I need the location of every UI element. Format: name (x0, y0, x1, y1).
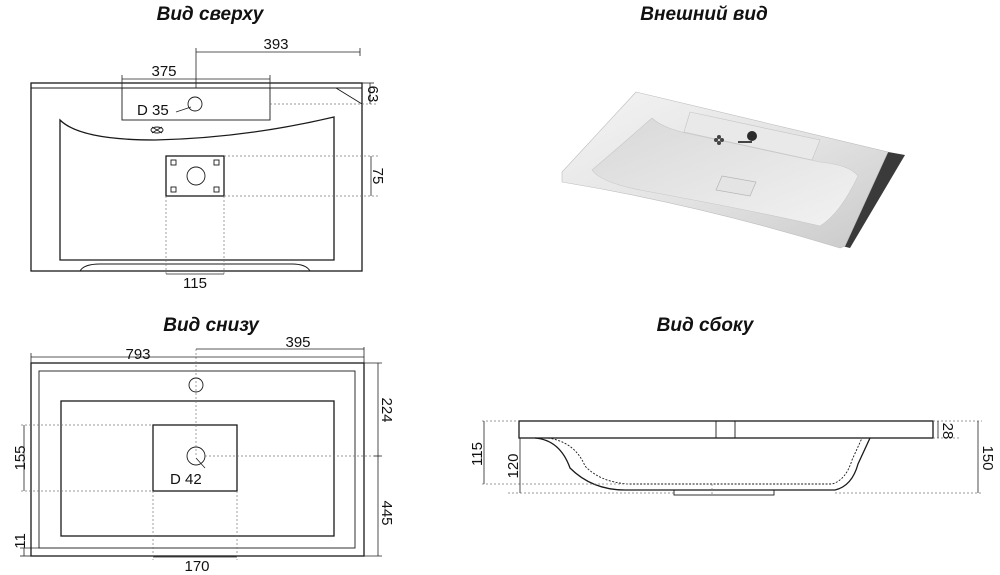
dim-side-150: 150 (979, 445, 996, 470)
dim-375: 375 (151, 63, 176, 80)
dim-395: 395 (285, 334, 310, 351)
basin-shadow-edge (842, 152, 905, 248)
bowl-outline (59, 116, 335, 261)
dim-393: 393 (263, 36, 288, 53)
bottom-bowl (60, 400, 335, 537)
top-view-outline (30, 82, 363, 272)
side-top-slab (518, 420, 934, 439)
bottom-inner-rim (38, 370, 356, 549)
drain-plate-3d (715, 175, 757, 197)
dim-63: 63 (364, 86, 381, 103)
bottom-plate (152, 424, 238, 492)
tap-hole (187, 96, 203, 112)
tap-hole-label: D 35 (137, 102, 169, 119)
dim-side-120: 120 (505, 453, 522, 478)
side-drain (673, 489, 775, 496)
bowl-3d (591, 117, 859, 227)
dim-224: 224 (378, 397, 395, 422)
dim-side-115: 115 (469, 442, 486, 466)
title-exterior: Внешний вид (640, 4, 768, 25)
dim-445: 445 (378, 500, 395, 525)
dim-11: 11 (12, 533, 29, 549)
dim-75: 75 (369, 168, 386, 185)
side-bowl-profile (534, 437, 871, 491)
drain-label: D 42 (170, 471, 202, 488)
dim-side-28: 28 (939, 423, 956, 440)
dim-115: 115 (183, 275, 207, 292)
mounting-plate (165, 155, 225, 197)
top-view: D 35 393 375 63 75 (30, 36, 386, 292)
drain-hole (186, 166, 206, 186)
title-top-view: Вид сверху (157, 4, 265, 25)
dim-155: 155 (12, 445, 29, 470)
overflow-icon (150, 126, 164, 134)
overflow-icon-3d (714, 135, 752, 145)
title-side-view: Вид сбоку (657, 315, 755, 336)
title-bottom-view: Вид снизу (163, 315, 260, 336)
dim-793: 793 (125, 346, 150, 363)
side-view: 115 120 28 150 (469, 420, 996, 496)
bottom-view: D 42 793 395 224 445 155 11 170 (12, 334, 395, 575)
dim-170: 170 (184, 558, 209, 575)
tap-hole-3d (747, 131, 757, 141)
exterior-render (561, 91, 905, 249)
bottom-view-outline (30, 362, 365, 557)
